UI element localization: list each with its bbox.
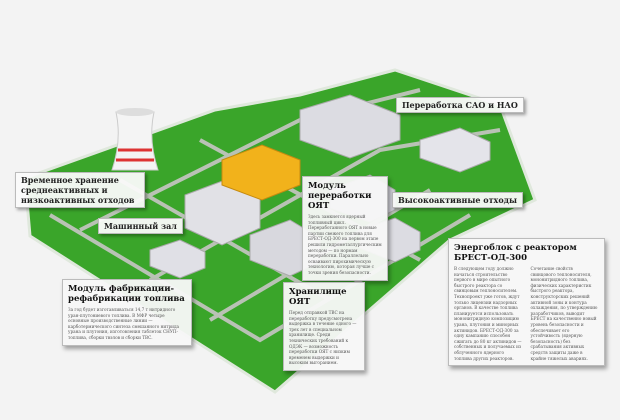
info-box-storage: Хранилище ОЯТ Перед отправкой ТВС на пер…: [283, 282, 365, 371]
label-sao-nao: Переработка САО и НАО: [396, 97, 524, 113]
brest-text-col1: В следующем году должно начаться строите…: [454, 266, 522, 361]
reprocessing-text: Здесь замкнется ядерный топливный цикл. …: [308, 214, 382, 275]
storage-title: Хранилище ОЯТ: [289, 287, 347, 307]
info-box-brest: Энергоблок с реактором БРЕСТ-ОД-300 В сл…: [448, 238, 605, 367]
cooling-tower: [111, 108, 159, 171]
brest-text-col2: Сочетание свойств свинцового теплоносите…: [530, 266, 598, 361]
info-box-reprocessing: Модуль переработки ОЯТ Здесь замкнется я…: [302, 176, 388, 281]
fabrication-text: За год будет изготавливаться 14,7 т нитр…: [68, 307, 180, 340]
fabrication-title: Модуль фабрикации-рефабрикации топлива: [68, 284, 185, 304]
info-box-fabrication: Модуль фабрикации-рефабрикации топлива З…: [62, 279, 192, 346]
label-turbine-hall: Машинный зал: [98, 218, 183, 234]
storage-text: Перед отправкой ТВС на переработку преду…: [289, 310, 357, 366]
reprocessing-title: Модуль переработки ОЯТ: [308, 181, 372, 211]
brest-title: Энергоблок с реактором БРЕСТ-ОД-300: [454, 243, 577, 263]
label-high-level-waste: Высокоактивные отходы: [392, 192, 524, 208]
label-temp-storage: Временное хранение среднеактивных и низк…: [15, 172, 145, 208]
